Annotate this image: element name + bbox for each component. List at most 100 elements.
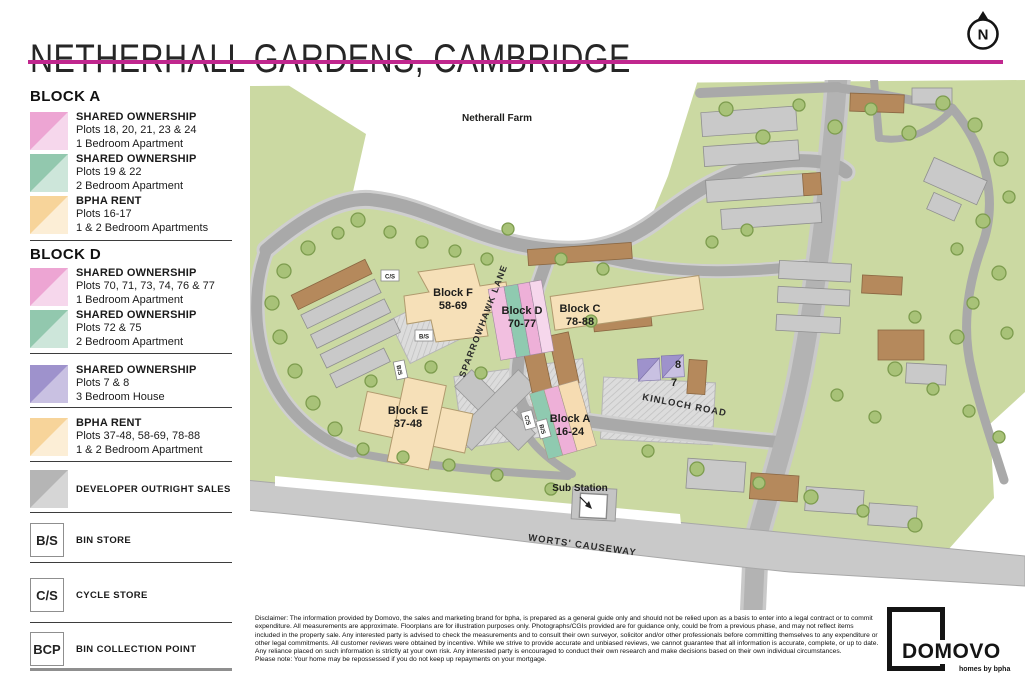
disclaimer-text: Disclaimer: The information provided by … — [255, 615, 879, 656]
legend-item-title: SHARED OWNERSHIP — [76, 267, 197, 279]
cycle-store-marker: C/S — [385, 275, 395, 281]
bin-store-marker: B/S — [395, 365, 403, 376]
farm-white-area — [280, 80, 698, 252]
legend-item-plots: Plots 37-48, 58-69, 78-88 — [76, 430, 201, 443]
swatch-pink-icon — [30, 268, 68, 306]
domovo-logo-square-icon — [887, 607, 945, 671]
site-map: C/S B/S B/S C/S B/S Netherall Farm Block… — [244, 63, 1025, 623]
disclaimer-note: Please note: Your home may be repossesse… — [255, 656, 547, 664]
page-title: NETHERHALL GARDENS, CAMBRIDGE — [30, 36, 631, 81]
legend-item-plots: Plots 70, 71, 73, 74, 76 & 77 — [76, 280, 215, 293]
bin-store-marker: B/S — [537, 424, 545, 435]
legend-divider — [30, 353, 232, 354]
east-terraces — [685, 87, 988, 529]
block-e-plots: 37-48 — [394, 418, 422, 430]
legend-divider — [30, 562, 232, 563]
legend-divider — [30, 622, 232, 623]
north-circle — [967, 18, 999, 50]
legend-item-plots: Plots 7 & 8 — [76, 377, 130, 390]
legend-item-type: 1 Bedroom Apartment — [76, 137, 184, 150]
block-e-building — [358, 376, 474, 471]
block-d-plots: 70-77 — [508, 318, 536, 330]
block-f-label: Block F — [433, 287, 473, 299]
block-c-plots: 78-88 — [566, 316, 594, 328]
domovo-logo: DOMOVO homes by bpha — [887, 605, 1011, 677]
legend-item-title: SHARED OWNERSHIP — [76, 111, 197, 123]
block-c-label: Block C — [560, 303, 601, 315]
legend-divider — [30, 407, 232, 408]
legend-item-type: 2 Bedroom Apartment — [76, 335, 184, 348]
block-f-plots: 58-69 — [439, 300, 467, 312]
block-f-building — [403, 263, 511, 343]
legend-item-title: SHARED OWNERSHIP — [76, 153, 197, 165]
legend-item-plots: Plots 19 & 22 — [76, 166, 142, 179]
legend-item-title: BIN STORE — [76, 534, 132, 546]
map-store-boxes: C/S B/S B/S C/S B/S — [380, 269, 552, 440]
legend-heading-block-a: BLOCK A — [30, 88, 101, 105]
block-a-plots: 16-24 — [556, 426, 585, 438]
sub-station — [570, 486, 618, 522]
legend-item-plots: Plots 16-17 — [76, 208, 132, 221]
block-d-label: Block D — [502, 305, 543, 317]
legend-item-type: 3 Bedroom House — [76, 390, 165, 403]
block-d-building — [487, 279, 555, 361]
disclaimer: Disclaimer: The information provided by … — [255, 615, 879, 665]
block-a-label: Block A — [550, 413, 591, 425]
bin-collection-icon: BCP — [30, 632, 64, 666]
swatch-orange-icon — [30, 196, 68, 234]
plot-8-label: 8 — [675, 359, 681, 371]
farm-label: Netherall Farm — [462, 113, 532, 124]
legend-item-title: SHARED OWNERSHIP — [76, 309, 197, 321]
legend-item-title: BPHA RENT — [76, 195, 142, 207]
legend-item-plots: Plots 72 & 75 — [76, 322, 142, 335]
legend-divider — [30, 240, 232, 241]
legend-item-title: BPHA RENT — [76, 417, 142, 429]
northwest-terraces — [290, 258, 401, 389]
legend-item-type: 1 & 2 Bedroom Apartment — [76, 443, 203, 456]
north-arrow-icon: N — [962, 8, 1004, 56]
legend-item-title: CYCLE STORE — [76, 589, 148, 601]
legend-divider — [30, 461, 232, 462]
legend-item-bin-store: B/S BIN STORE — [30, 523, 234, 561]
legend-item-title: SHARED OWNERSHIP — [76, 364, 197, 376]
swatch-purple-icon — [30, 365, 68, 403]
trees — [264, 95, 1016, 533]
domovo-logo-wordmark: DOMOVO — [899, 640, 1004, 664]
sub-station-label: Sub Station — [552, 483, 608, 494]
legend-divider-bottom — [30, 668, 232, 671]
swatch-pink-icon — [30, 112, 68, 150]
legend-item-developer-sales: DEVELOPER OUTRIGHT SALES — [30, 470, 234, 508]
bin-store-icon: B/S — [30, 523, 64, 557]
legend-item-type: 2 Bedroom Apartment — [76, 179, 184, 192]
legend-item-plots: Plots 18, 20, 21, 23 & 24 — [76, 124, 197, 137]
legend-divider — [30, 512, 232, 513]
worts-causeway-road — [244, 479, 1025, 587]
legend-item-title: DEVELOPER OUTRIGHT SALES — [76, 483, 231, 495]
legend-heading-block-d: BLOCK D — [30, 246, 102, 263]
legend-item-type: 1 Bedroom Apartment — [76, 293, 184, 306]
cycle-store-marker: C/S — [522, 415, 530, 426]
north-triangle — [978, 11, 988, 19]
bin-store-marker: B/S — [419, 335, 429, 341]
swatch-gray-icon — [30, 470, 68, 508]
legend-item-title: BIN COLLECTION POINT — [76, 643, 197, 655]
plots-7-8-houses — [637, 354, 685, 382]
sub-station-arrowhead — [585, 501, 592, 509]
swatch-orange-icon — [30, 418, 68, 456]
title-underline — [28, 60, 1003, 64]
legend-item-type: 1 & 2 Bedroom Apartments — [76, 221, 209, 234]
plot-7-label: 7 — [671, 377, 677, 389]
swatch-green-icon — [30, 154, 68, 192]
legend-item-cycle-store: C/S CYCLE STORE — [30, 578, 234, 616]
north-letter: N — [978, 27, 989, 44]
cycle-store-icon: C/S — [30, 578, 64, 612]
domovo-logo-tagline: homes by bpha — [959, 666, 1011, 673]
